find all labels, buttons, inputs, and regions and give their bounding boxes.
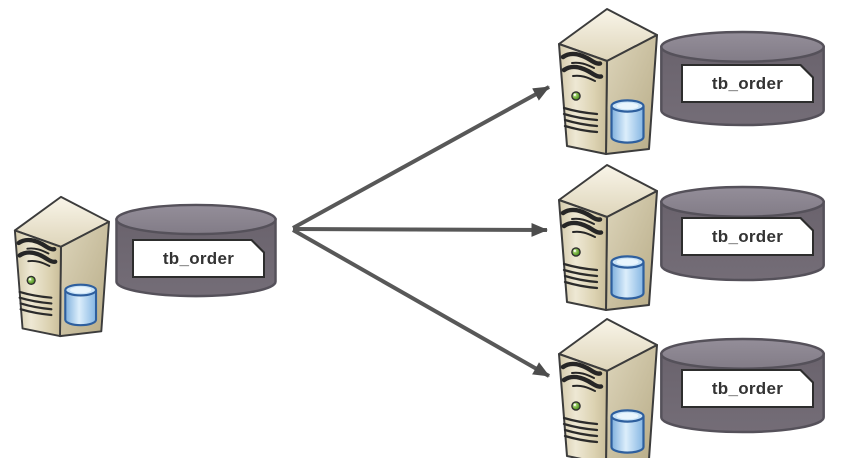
server-tower-icon [552,5,660,157]
server-tower-icon [552,315,660,458]
table-name: tb_order [711,378,784,398]
server-tower-icon [552,161,660,313]
arrow-to-shard-3 [292,228,550,378]
table-name: tb_order [711,226,784,246]
shard-node-3: tb_order [552,315,832,458]
server-tower-icon [8,193,112,339]
arrow-to-shard-1 [292,85,550,230]
arrow-to-shard-2 [292,222,548,237]
table-label-tag: tb_order [681,369,814,408]
shard-node-1: tb_order [552,5,832,157]
shard-node-2: tb_order [552,161,832,313]
table-name: tb_order [711,73,784,93]
table-label-tag: tb_order [681,217,814,256]
table-label-tag: tb_order [681,64,814,103]
source-node: tb_order [8,192,283,342]
table-name: tb_order [162,248,235,268]
table-label-tag: tb_order [132,239,265,278]
